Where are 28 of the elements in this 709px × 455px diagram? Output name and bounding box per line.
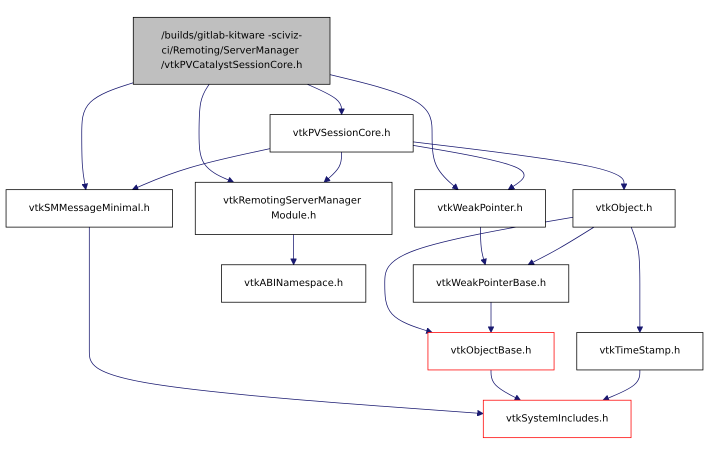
arrow — [290, 234, 297, 266]
arrow — [488, 302, 494, 333]
arrow — [412, 142, 628, 190]
arrow — [307, 84, 345, 115]
node-box: vtkObject.h — [572, 189, 676, 228]
node-box: vtkPVSessionCore.h — [270, 114, 414, 152]
arrow — [384, 216, 574, 334]
arrow — [490, 370, 521, 400]
arrow — [324, 152, 342, 183]
node-box: vtkObjectBase.h — [428, 332, 554, 370]
arrow — [88, 226, 484, 416]
node-box: vtkWeakPointer.h — [414, 189, 546, 228]
node-box: vtkWeakPointerBase.h — [412, 264, 570, 303]
arrow — [602, 370, 640, 402]
arrow — [198, 84, 234, 183]
node-box: /builds/gitlab-kitware -sciviz-ci/Remoting/ServerManager /vtkPVCatalystSessionCore.h — [132, 16, 330, 85]
arrow — [330, 74, 459, 190]
arrow — [630, 226, 644, 333]
node-box: vtkSystemIncludes.h — [482, 400, 632, 438]
node-box: vtkRemotingServerManager Module.h — [194, 182, 392, 235]
node-box: vtkSMMessageMinimal.h — [6, 189, 173, 228]
arrow — [132, 148, 270, 190]
node-box: vtkTimeStamp.h — [576, 332, 704, 370]
arrow — [480, 226, 487, 266]
node-box: vtkABINamespace.h — [221, 264, 366, 303]
arrow — [528, 226, 594, 266]
arrow — [81, 82, 134, 190]
arrow — [412, 145, 524, 190]
